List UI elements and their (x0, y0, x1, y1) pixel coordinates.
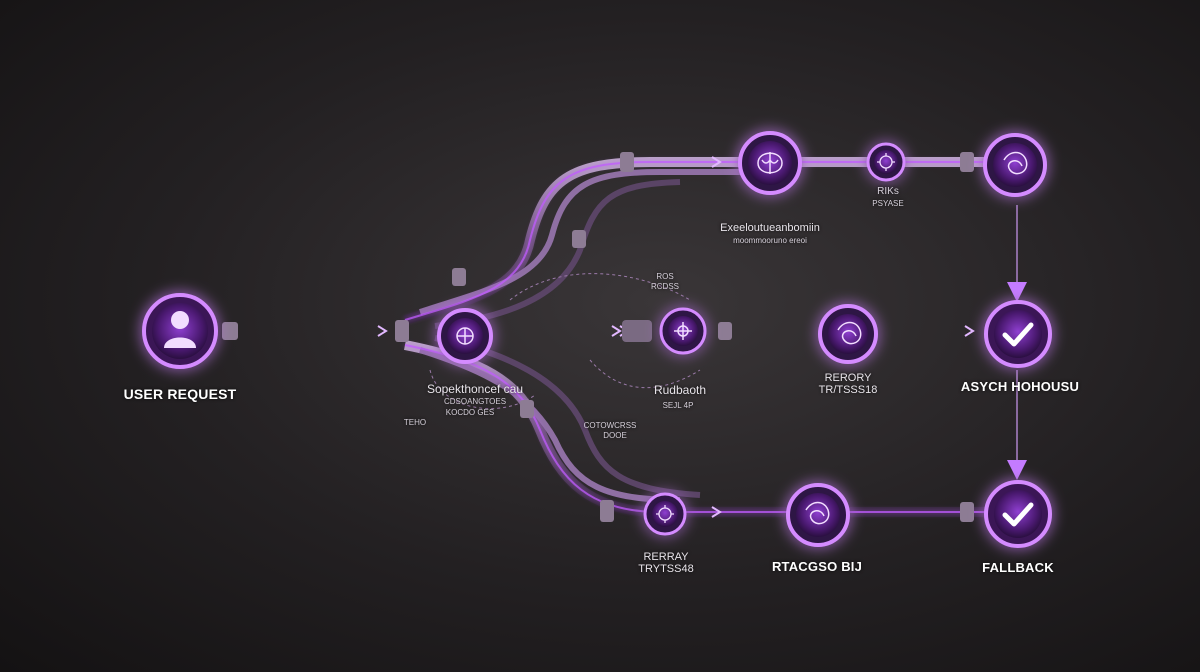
label-router-tiny-1: CDSOANGTOES (443, 397, 507, 406)
label-upper-tag-2: RCDSS (650, 282, 679, 291)
trunk-chevron-3 (964, 325, 975, 337)
knot-icon (1003, 151, 1028, 175)
pipe-lower-bundle-a (404, 340, 1010, 517)
gear-icon (877, 153, 895, 171)
label-router-tiny-3: TEHO (403, 418, 427, 427)
coupler (600, 500, 614, 522)
valve-icon (674, 322, 692, 340)
check-icon (1002, 322, 1034, 347)
label-lower-mid: RTACGSO BIJ (771, 559, 863, 574)
router-hub-node[interactable] (437, 308, 493, 364)
hub-icon (456, 327, 474, 345)
top-chevron (711, 156, 722, 168)
label-user-request: USER REQUEST (123, 386, 237, 402)
pipe-lower-bundle-b (419, 347, 681, 503)
lower-retry-node[interactable] (643, 492, 687, 536)
label-upper-tag-1: ROS (656, 272, 674, 281)
label-top-mid-2: PSYASE (872, 199, 904, 208)
coupler (222, 322, 238, 340)
lower-primary-node[interactable] (786, 483, 850, 547)
label-lower-side-2: DOOE (603, 431, 627, 440)
trunk-chevron-1 (377, 325, 388, 337)
fallback-check-node[interactable] (984, 480, 1052, 548)
label-router-1: Sopekthoncef cau (426, 382, 524, 396)
gear-icon (656, 505, 674, 523)
label-top-stage-1: Exeeloutueanbomiin (720, 222, 820, 234)
top-secondary-node[interactable] (866, 142, 906, 182)
bottom-chevron (711, 506, 722, 518)
feedback-arc-1 (509, 273, 691, 301)
coupler (620, 152, 634, 172)
label-center-tag-1: Rudbaoth (653, 383, 707, 397)
knot-icon (837, 321, 862, 345)
coupler (395, 320, 409, 342)
label-top-stage-2: moommooruno ereoi (733, 236, 807, 245)
brain-icon (757, 152, 783, 174)
label-mid-right-2: TR/TSSS18 (818, 384, 878, 396)
pipe-upper-bundle-b (419, 169, 760, 315)
coupler (452, 268, 466, 286)
user-request-node[interactable] (142, 293, 218, 369)
top-primary-node[interactable] (738, 131, 802, 195)
coupler (718, 322, 732, 340)
label-async: ASYCH HOHOUSU (960, 379, 1080, 394)
label-lower-left-2: TRYTSS48 (638, 563, 694, 575)
coupler (622, 320, 652, 342)
pipe-upper-bundle-c (434, 179, 681, 329)
top-terminal-node[interactable] (983, 133, 1047, 197)
label-fallback: FALLBACK (982, 560, 1054, 575)
label-top-mid-1: RIKs (877, 186, 899, 197)
label-lower-side-1: COTOWCRSS (583, 421, 637, 430)
async-check-node[interactable] (984, 300, 1052, 368)
coupler (960, 502, 974, 522)
pipe-lower-bundle-c (434, 335, 701, 498)
user-icon (164, 311, 196, 348)
feedback-arc-2 (589, 359, 701, 389)
center-valve-node[interactable] (659, 307, 707, 355)
pipe-upper-glow (404, 161, 1010, 321)
check-icon (1002, 502, 1034, 527)
label-router-tiny-2: KOCDO GES (445, 408, 495, 417)
knot-icon (805, 501, 830, 525)
label-lower-left-1: RERRAY (643, 551, 689, 563)
label-center-tag-2: SEJL 4P (662, 401, 694, 410)
label-mid-right-1: RERORY (824, 372, 872, 384)
coupler (520, 400, 534, 418)
coupler (960, 152, 974, 172)
mid-retry-node[interactable] (818, 304, 878, 364)
pipe-lower-glow (404, 344, 1010, 513)
coupler (572, 230, 586, 248)
